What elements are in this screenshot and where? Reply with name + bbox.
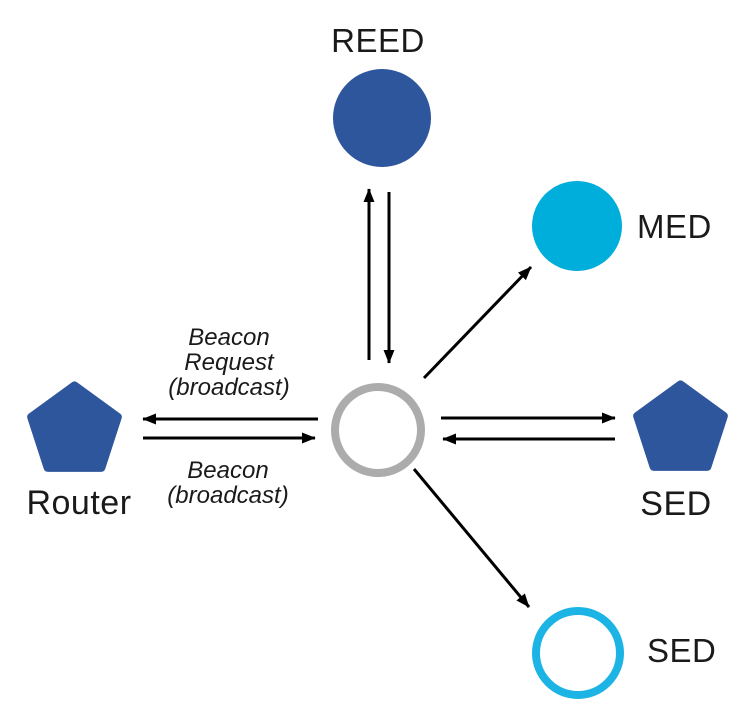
beacon-request-annotation: Beacon Request (broadcast) (168, 325, 289, 400)
sed-label: SED (647, 632, 717, 669)
sed-node (532, 607, 624, 699)
center-joiner-node (331, 383, 425, 477)
beacon-request-line3: (broadcast) (168, 374, 290, 401)
router-right-label: SED (640, 485, 712, 523)
reed-node (333, 69, 431, 167)
reed-label: REED (331, 22, 425, 59)
med-label: MED (637, 208, 712, 245)
router-left-node (27, 381, 122, 472)
arrow-center-to-sed (412, 468, 531, 608)
med-node (532, 181, 622, 271)
beacon-line2: (broadcast) (167, 482, 289, 509)
beacon-line1: Beacon (187, 457, 269, 484)
router-right-node (633, 380, 728, 471)
arrow-center-to-med (422, 265, 533, 380)
beacon-request-line2: Request (184, 349, 274, 376)
beacon-annotation: Beacon (broadcast) (167, 458, 288, 508)
beacon-request-line1: Beacon (188, 324, 270, 351)
router-left-label: Router (26, 484, 132, 522)
